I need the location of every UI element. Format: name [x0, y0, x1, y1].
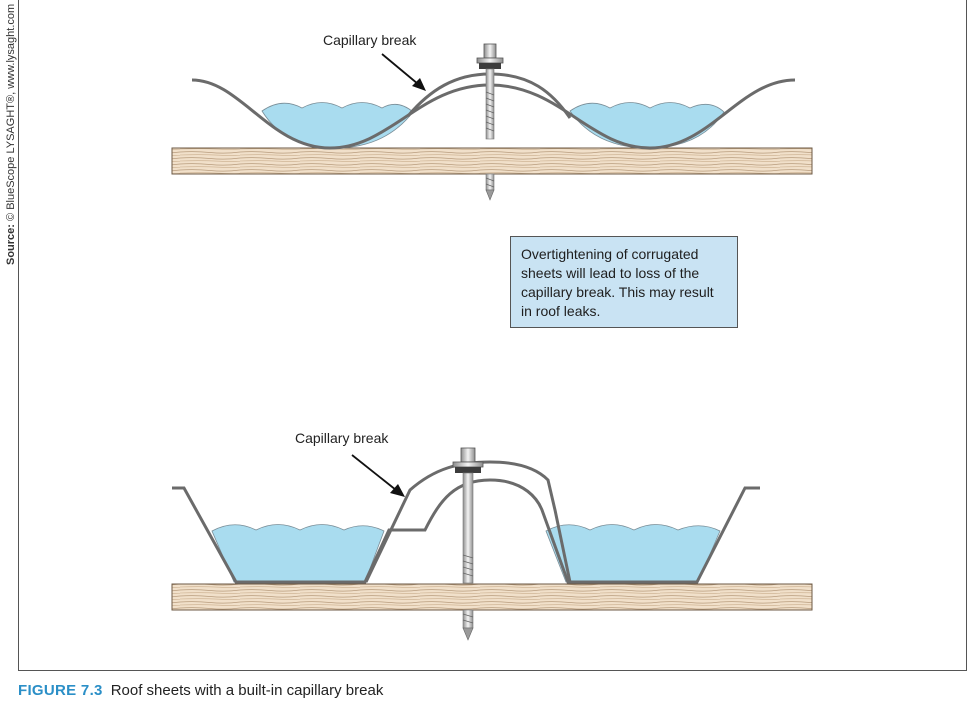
top-roof-screw: [476, 43, 504, 201]
bottom-roof-screw: [452, 447, 484, 641]
bottom-callout-arrow: [351, 454, 405, 497]
top-callout-arrow: [381, 53, 426, 91]
top-callout-label: Capillary break: [323, 32, 417, 48]
bottom-diagram: Capillary break: [171, 430, 813, 641]
figure-number: FIGURE 7.3: [18, 682, 103, 699]
top-diagram: Capillary break: [171, 32, 813, 201]
bottom-callout-label: Capillary break: [295, 430, 389, 446]
bottom-water-right: [545, 524, 721, 583]
bottom-timber-batten: [171, 583, 813, 611]
figure-caption-text: Roof sheets with a built-in capillary br…: [110, 682, 384, 699]
bottom-water-left: [211, 524, 385, 583]
bottom-upper-sheet: [364, 460, 572, 583]
overtightening-note: Overtightening of corrugated sheets will…: [510, 236, 738, 328]
bottom-lower-sheet: [172, 478, 760, 584]
top-water-right: [569, 102, 725, 149]
figure-caption: FIGURE 7.3 Roof sheets with a built-in ca…: [18, 682, 383, 699]
top-timber-batten: [171, 147, 813, 175]
